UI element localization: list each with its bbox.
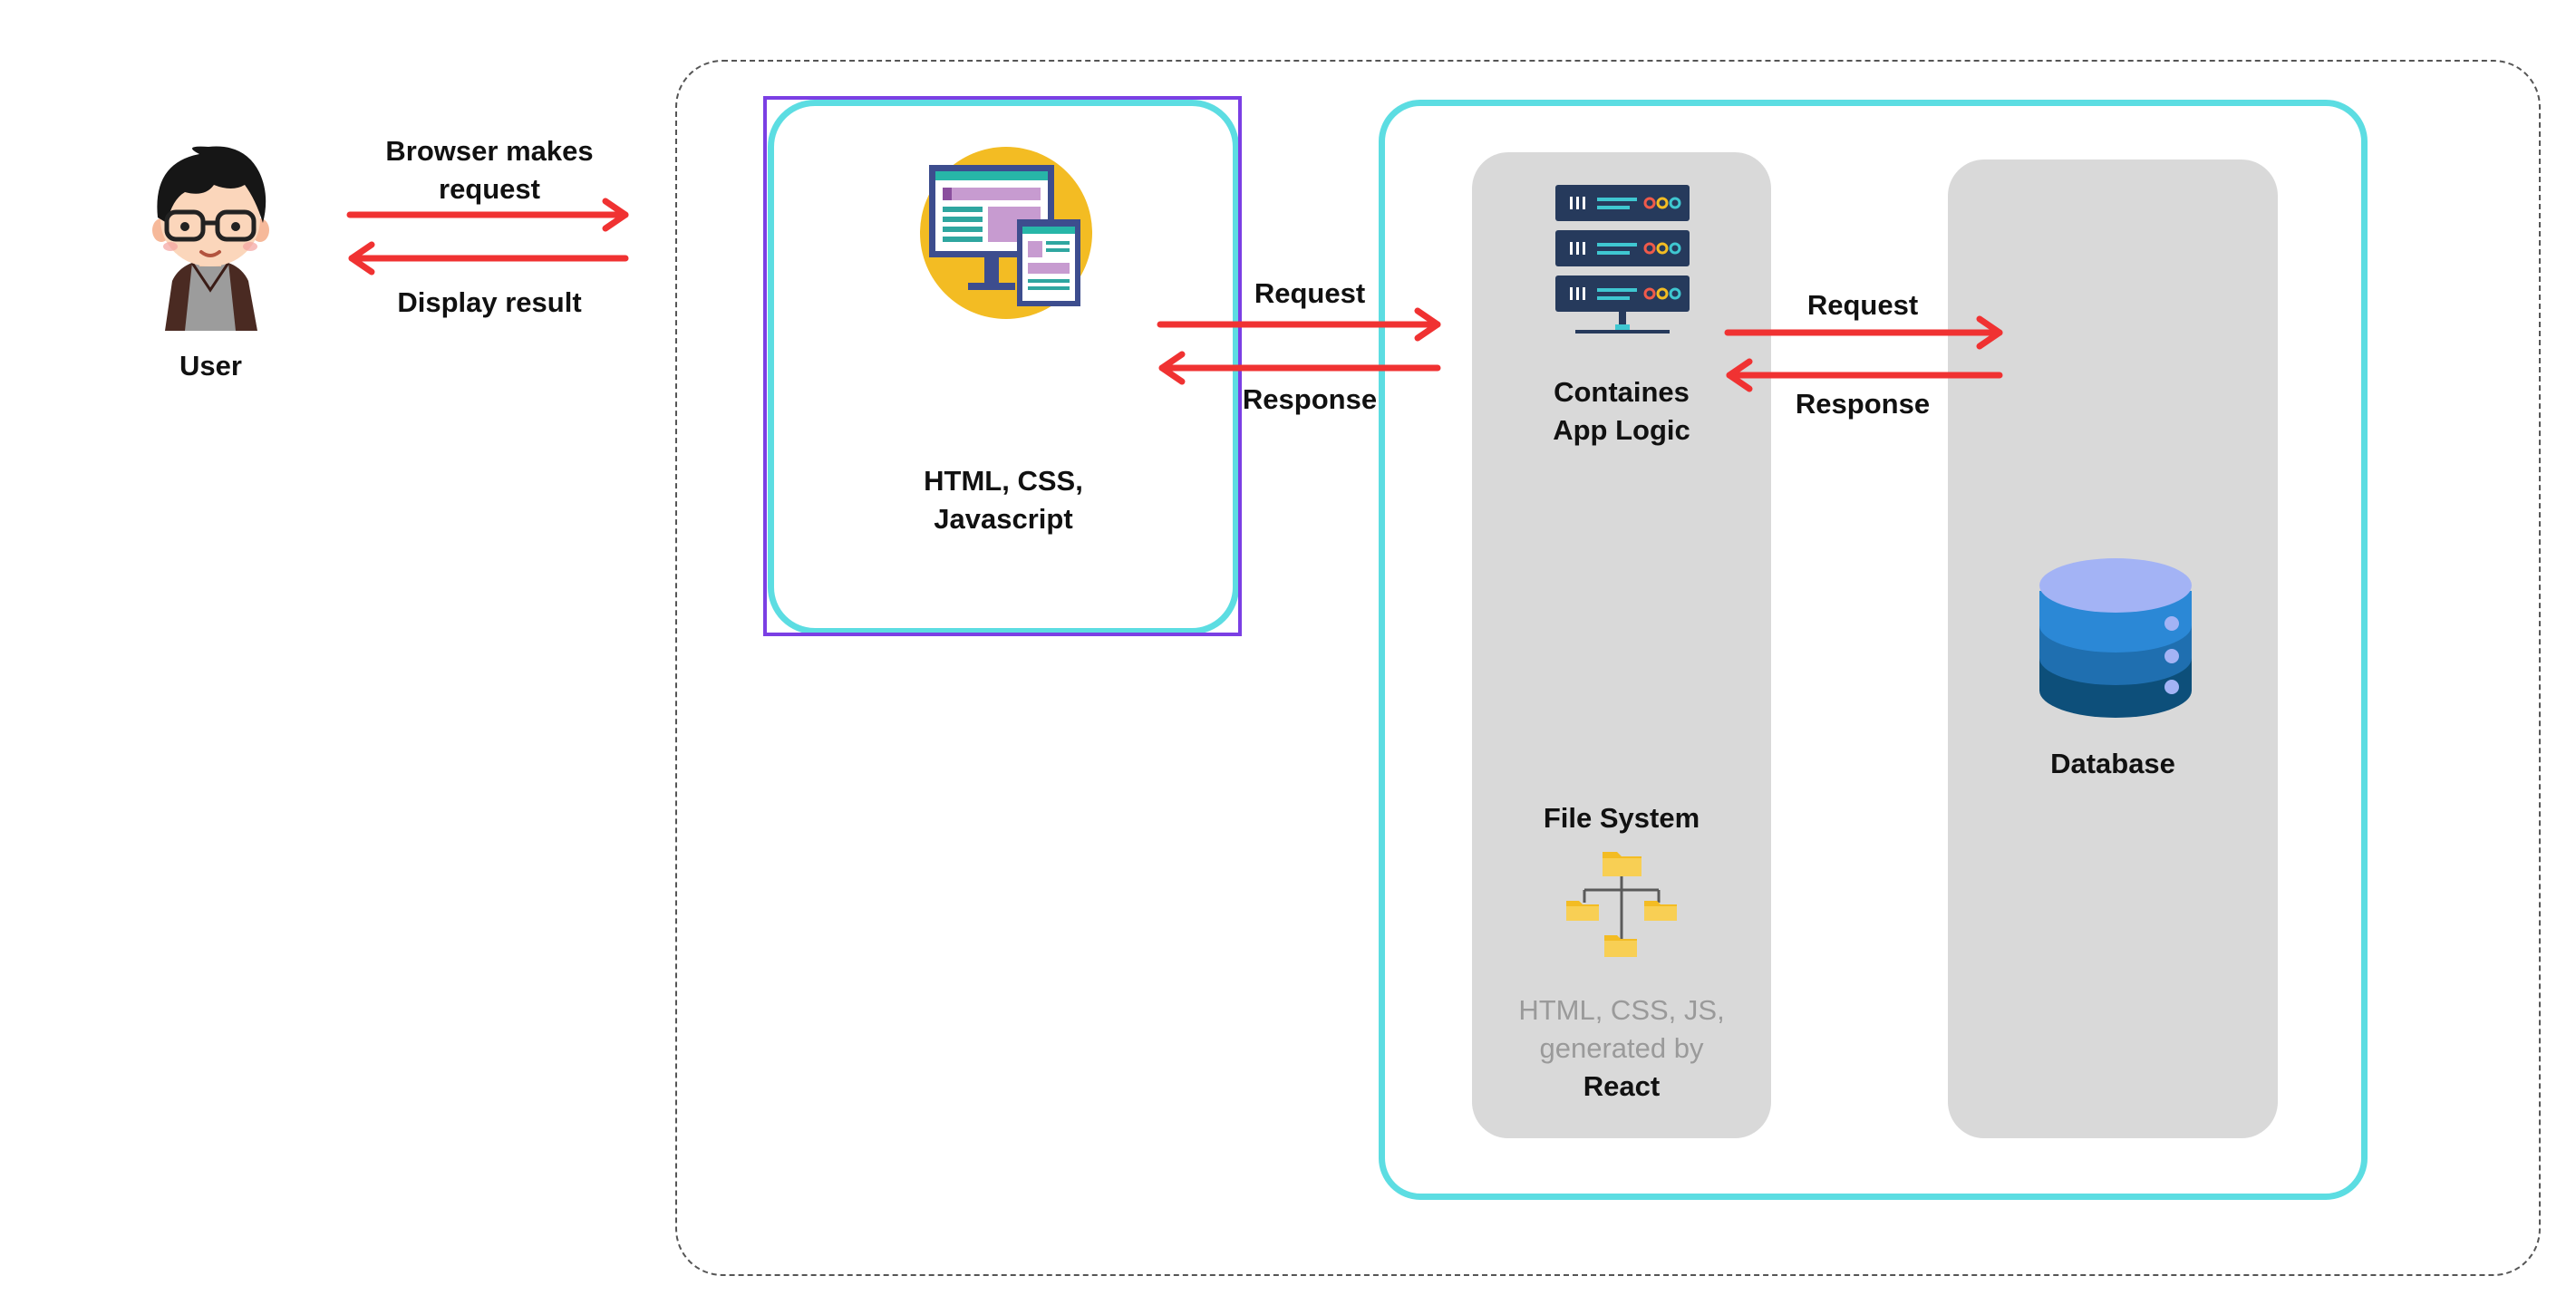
backend-line2: App Logic xyxy=(1553,414,1690,446)
browser-request-line1: Browser makes xyxy=(385,135,594,167)
generated-line2: generated by xyxy=(1539,1032,1704,1064)
system-boundary xyxy=(675,60,2541,1276)
backend-label: Containes App Logic xyxy=(1472,373,1771,450)
database-label: Database xyxy=(2050,748,2175,779)
browser-request-label: Browser makes request xyxy=(344,132,634,208)
server-rack-icon xyxy=(1555,185,1690,334)
file-system-label: File System xyxy=(1543,802,1700,834)
generated-line1: HTML, CSS, JS, xyxy=(1518,994,1725,1026)
db-response-label: Response xyxy=(1795,388,1931,420)
webpage-monitor-icon xyxy=(920,147,1092,319)
user-label: User xyxy=(179,350,242,382)
display-result-label: Display result xyxy=(397,286,582,318)
db-request-label: Request xyxy=(1806,289,1919,321)
generated-line3: React xyxy=(1583,1070,1661,1102)
folder-tree-icon xyxy=(1566,852,1677,957)
frontend-label: HTML, CSS, Javascript xyxy=(816,462,1191,538)
server-container xyxy=(1379,100,2368,1200)
generated-note: HTML, CSS, JS, generated by React xyxy=(1472,991,1771,1106)
database-cylinder-icon xyxy=(2039,558,2192,718)
frontend-request-label: Request xyxy=(1254,277,1366,309)
frontend-response-label: Response xyxy=(1242,383,1378,415)
backend-line1: Containes xyxy=(1554,376,1690,408)
frontend-line2: Javascript xyxy=(934,503,1073,535)
frontend-line1: HTML, CSS, xyxy=(924,465,1083,497)
browser-request-line2: request xyxy=(439,173,540,205)
user-avatar-icon xyxy=(152,146,269,331)
display-result-arrow xyxy=(348,241,629,276)
